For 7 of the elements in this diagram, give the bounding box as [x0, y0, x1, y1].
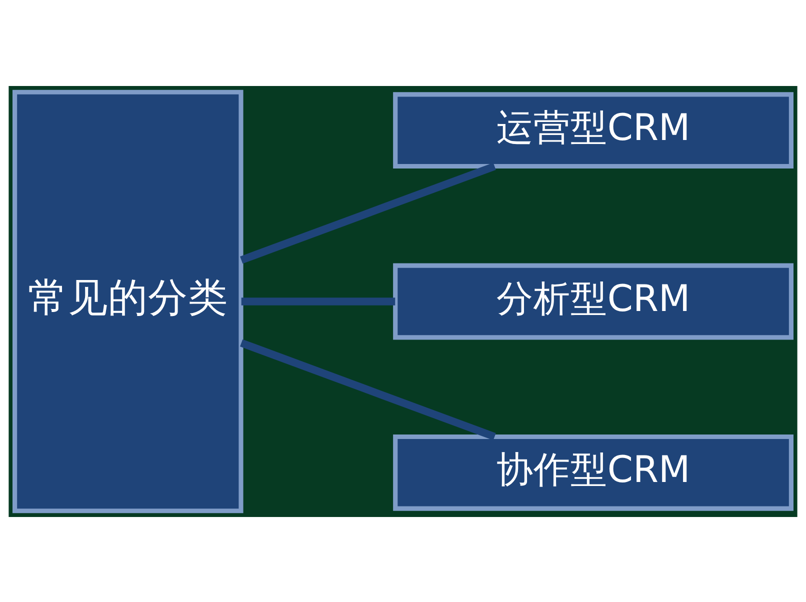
- connector: [240, 338, 496, 440]
- node-box: 协作型CRM: [393, 434, 794, 510]
- node-box: 运营型CRM: [393, 92, 794, 168]
- node-box: 分析型CRM: [393, 262, 794, 340]
- node-box: 常见的分类: [12, 89, 244, 513]
- connector: [241, 297, 396, 305]
- connector: [240, 162, 496, 264]
